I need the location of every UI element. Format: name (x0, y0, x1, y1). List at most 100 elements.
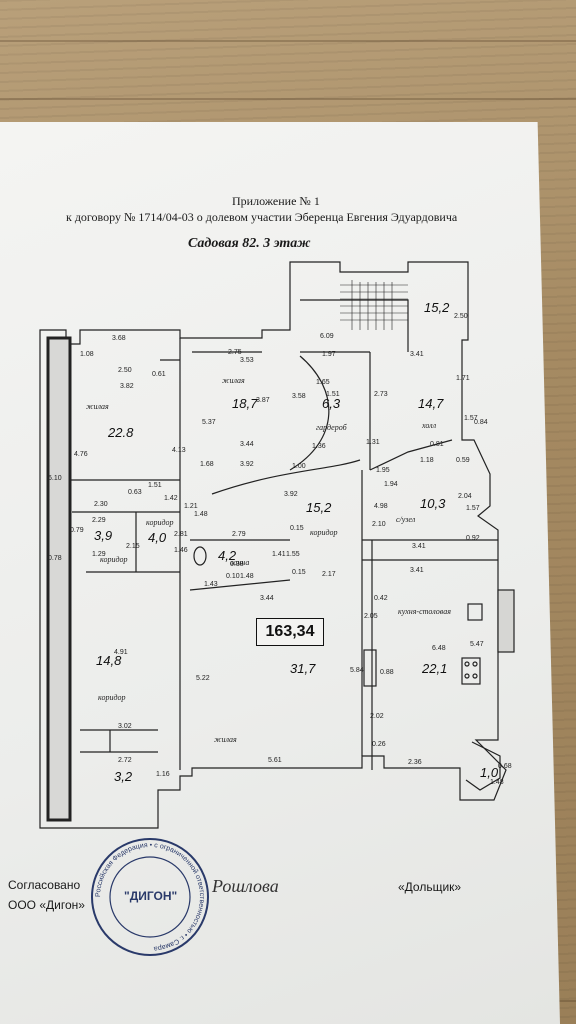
floor-plank-seam (0, 98, 576, 100)
dimension-label: 1.97 (322, 351, 336, 358)
dimension-label: 6.48 (432, 645, 446, 652)
dimension-label: 2.10 (372, 521, 386, 528)
room-label: коридор (98, 693, 125, 702)
room-area: 4,0 (148, 530, 167, 545)
dimension-label: 4.76 (74, 451, 88, 458)
dimension-label: 2.04 (458, 493, 472, 500)
dimension-label: 0.81 (430, 441, 444, 448)
dimension-label: 1.00 (292, 463, 306, 470)
dimension-label: 3.87 (256, 397, 270, 404)
dimension-label: 0.38 (230, 561, 244, 568)
floor-plank-seam (0, 40, 576, 42)
room-label: жилая (86, 402, 109, 411)
dimension-label: 2.50 (454, 313, 468, 320)
dimension-label: 1.43 (204, 581, 218, 588)
dimension-label: 3.82 (120, 383, 134, 390)
room-area: 15,2 (424, 300, 450, 315)
dimension-label: 5.47 (470, 641, 484, 648)
appendix-heading: Приложение № 1 (232, 194, 320, 208)
svg-text:Рошлова: Рошлова (211, 876, 279, 896)
dimension-label: 1.51 (148, 482, 162, 489)
dimension-label: 0.68 (498, 763, 512, 770)
room-label: с/узел (396, 515, 416, 524)
dimension-label: 0.42 (374, 595, 388, 602)
dimension-label: 5.61 (268, 757, 282, 764)
dimension-label: 1.29 (92, 551, 106, 558)
dimension-label: 1.08 (80, 351, 94, 358)
dimension-label: 0.63 (128, 489, 142, 496)
room-label: коридор (310, 528, 337, 537)
room-area: 22.8 (107, 425, 134, 440)
room-label: гардероб (316, 423, 348, 432)
room-area: 3,9 (94, 528, 112, 543)
dimension-label: 1.18 (420, 457, 434, 464)
dimension-label: 6.10 (48, 475, 62, 482)
dimension-label: 3.44 (240, 441, 254, 448)
dimension-label: 2.73 (374, 391, 388, 398)
dimension-label: 2.50 (118, 367, 132, 374)
room-area: 3,2 (114, 769, 133, 784)
room-label: холл (421, 421, 437, 430)
dimension-label: 0.78 (48, 555, 62, 562)
company-label: ООО «Дигон» (8, 898, 85, 912)
room-area: 14,7 (418, 396, 444, 411)
dimension-label: 1.48 (194, 511, 208, 518)
dimension-label: 0.59 (456, 457, 470, 464)
dimension-label: 1.16 (156, 771, 170, 778)
dimension-label: 2.17 (322, 571, 336, 578)
dimension-label: 3.58 (292, 393, 306, 400)
dimension-label: 4.98 (374, 503, 388, 510)
room-label: ванна (230, 558, 249, 567)
dimension-label: 6.09 (320, 333, 334, 340)
dimension-label: 4.13 (172, 447, 186, 454)
company-seal: "ДИГОН" Российская Федерация • с огранич… (91, 838, 209, 956)
dimension-label: 1.21 (184, 503, 198, 510)
dimension-labels: 3.68 1.08 2.50 3.82 0.61 4.76 4.13 6.10 … (48, 313, 512, 786)
dimension-label: 0.92 (466, 535, 480, 542)
dimension-label: 2.29 (92, 517, 106, 524)
room-area: 18,7 (232, 396, 258, 411)
contract-line: к договору № 1714/04-03 о долевом участи… (66, 210, 458, 224)
dimension-label: 5.84 (350, 667, 364, 674)
dimension-label: 1.48 (240, 573, 254, 580)
room-area: 6,3 (322, 396, 341, 411)
dimension-label: 1.68 (200, 461, 214, 468)
dimension-label: 0.15 (290, 525, 304, 532)
dimension-label: 1.51 (326, 391, 340, 398)
dimension-label: 3.44 (260, 595, 274, 602)
dimension-label: 0.61 (152, 371, 166, 378)
dimension-label: 1.48 (490, 779, 504, 786)
dimension-label: 4.91 (114, 649, 128, 656)
dimension-label: 3.41 (410, 351, 424, 358)
document-sheet (0, 122, 560, 1024)
dimension-label: 1.95 (376, 467, 390, 474)
room-label: коридор (146, 518, 173, 527)
dimension-label: 0.15 (292, 569, 306, 576)
dimension-label: 5.37 (202, 419, 216, 426)
room-label: коридор (100, 555, 127, 564)
dimension-label: 2.72 (118, 757, 132, 764)
dimension-label: 0.84 (474, 419, 488, 426)
dimension-label: 5.22 (196, 675, 210, 682)
dimension-label: 3.68 (112, 335, 126, 342)
dimension-label: 1.57 (464, 415, 478, 422)
seal-center-text: "ДИГОН" (124, 889, 177, 903)
dimension-label: 3.53 (240, 357, 254, 364)
room-label: кухня-столовая (398, 607, 451, 616)
dimension-label: 3.92 (240, 461, 254, 468)
dimension-label: 1.55 (286, 551, 300, 558)
total-area-box: 163,34 (256, 618, 324, 646)
dimension-label: 2.30 (94, 501, 108, 508)
room-area: 4,2 (218, 548, 237, 563)
room-area: 10,3 (420, 496, 446, 511)
dimension-label: 2.02 (370, 713, 384, 720)
dimension-label: 0.10 (226, 573, 240, 580)
room-label: жилая (222, 376, 245, 385)
dimension-label: 1.94 (384, 481, 398, 488)
dimension-label: 2.05 (364, 613, 378, 620)
dimension-label: 1.46 (174, 547, 188, 554)
room-label: жилая (214, 735, 237, 744)
dimension-label: 1.57 (466, 505, 480, 512)
dimension-label: 2.75 (228, 349, 242, 356)
